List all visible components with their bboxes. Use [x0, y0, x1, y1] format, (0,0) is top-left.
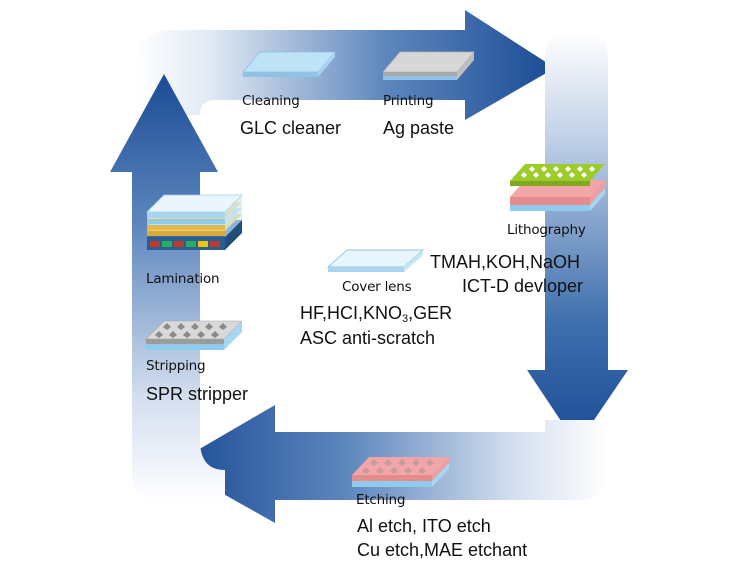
right-arrow	[527, 33, 628, 445]
stripping-chemical: SPR stripper	[146, 384, 249, 404]
cover-lens-chem-subscript: 3	[402, 313, 409, 325]
printing-icon	[382, 51, 475, 80]
cover-lens-chem-prefix: HF,HCI,KNO	[300, 303, 403, 323]
cover-lens-chemical-1: HF,HCI,KNO3,GER	[300, 303, 453, 325]
lithography-chemical-2: ICT-D devloper	[462, 276, 584, 296]
lithography-title: Lithography	[507, 222, 586, 238]
cleaning-title: Cleaning	[242, 93, 300, 109]
etching-title: Etching	[356, 492, 406, 508]
lithography-chemical-1: TMAH,KOH,NaOH	[430, 252, 581, 272]
etching-chemical-1: Al etch, ITO etch	[357, 516, 491, 536]
cover-lens-chem-suffix: ,GER	[408, 303, 453, 323]
cleaning-chemical: GLC cleaner	[240, 118, 342, 138]
lithography-icon	[510, 164, 605, 211]
top-arrow	[135, 10, 555, 120]
stripping-title: Stripping	[146, 358, 206, 374]
cover-lens-title: Cover lens	[342, 279, 412, 295]
etching-icon	[352, 457, 449, 487]
printing-chemical: Ag paste	[383, 118, 455, 138]
lamination-title: Lamination	[146, 271, 220, 287]
etching-chemical-2: Cu etch,MAE etchant	[357, 540, 528, 560]
printing-title: Printing	[383, 93, 434, 109]
stripping-icon	[145, 320, 243, 350]
cleaning-icon	[242, 51, 336, 77]
lamination-icon	[146, 194, 243, 250]
cover-lens-icon	[326, 249, 425, 272]
cover-lens-chemical-2: ASC anti-scratch	[300, 328, 436, 348]
left-arrow	[110, 74, 225, 503]
